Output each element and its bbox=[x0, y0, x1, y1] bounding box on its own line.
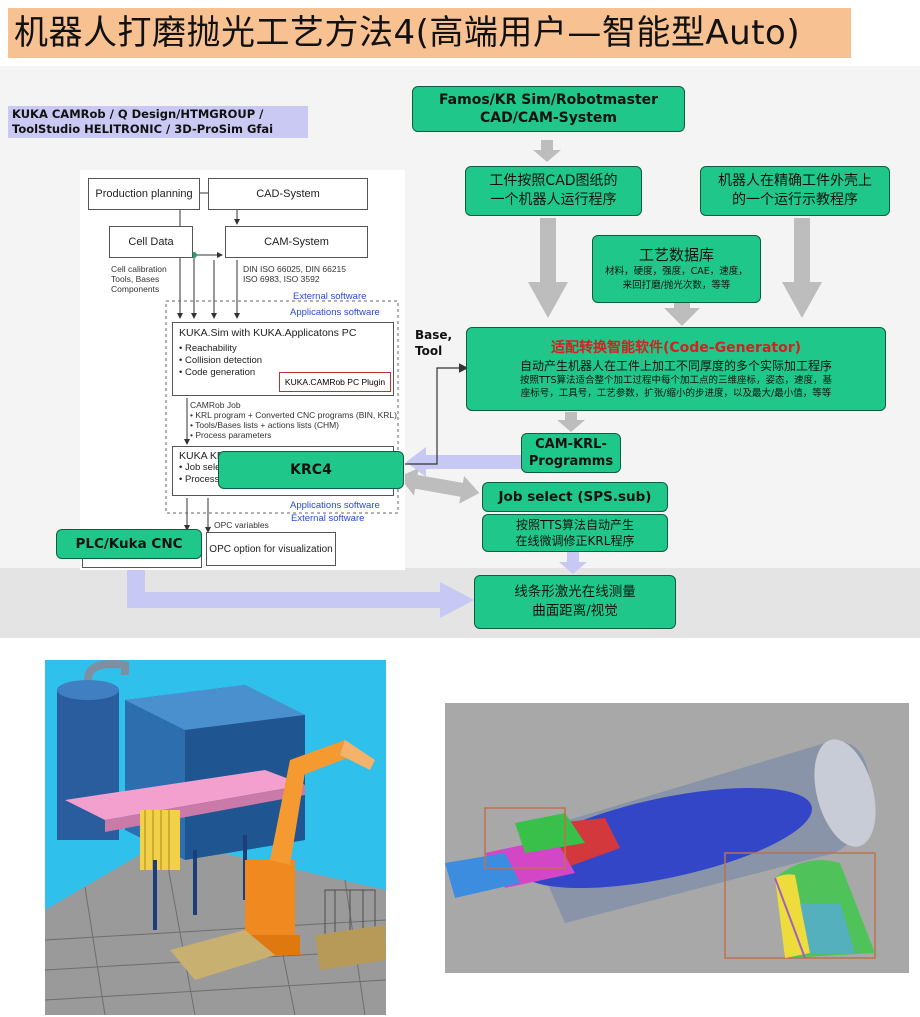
production-planning-box: Production planning bbox=[88, 178, 200, 210]
arrow-teach-to-codegen bbox=[782, 218, 822, 318]
external-software-bottom: External software bbox=[291, 513, 365, 524]
robot-cell-simulation-image bbox=[45, 660, 386, 1015]
tts-correction-box: 按照TTS算法自动产生 在线微调修正KRL程序 bbox=[482, 514, 668, 552]
cad-surface-drawing bbox=[445, 703, 909, 973]
arrow-famos-to-cad bbox=[533, 140, 561, 162]
base-tool-line bbox=[404, 363, 469, 465]
cad-program-box: 工件按照CAD图纸的 一个机器人运行程序 bbox=[465, 166, 642, 216]
robot-cell-drawing bbox=[45, 660, 386, 1015]
cad-system-box: CAD-System bbox=[208, 178, 368, 210]
external-software-top: External software bbox=[293, 291, 367, 302]
tools-label-line-1: KUKA CAMRob / Q Design/HTMGROUP / bbox=[12, 107, 264, 121]
opc-option-box: OPC option for visualization bbox=[206, 532, 336, 566]
teach-program-box: 机器人在精确工件外壳上 的一个运行示教程序 bbox=[700, 166, 890, 216]
arrow-db-to-codegen bbox=[664, 303, 700, 326]
title-banner bbox=[8, 8, 851, 58]
plc-kuka-cnc-box: PLC/Kuka CNC bbox=[56, 529, 202, 559]
camrob-job-notes: CAMRob Job • KRL program + Converted CNC… bbox=[190, 400, 397, 440]
arrow-krc4-jobselect bbox=[398, 468, 480, 504]
page-title: 机器人打磨抛光工艺方法4(高端用户—智能型Auto) bbox=[14, 13, 801, 53]
tools-label-line-2: ToolStudio HELITRONIC / 3D-ProSim Gfai bbox=[12, 122, 274, 136]
cell-data-box: Cell Data bbox=[109, 226, 193, 258]
laser-measurement-box: 线条形激光在线测量 曲面距离/视觉 bbox=[474, 575, 676, 629]
gray-arrows bbox=[398, 140, 822, 504]
applications-software-frame bbox=[165, 300, 399, 514]
lavender-arrows bbox=[116, 447, 587, 618]
code-generator-box: 适配转换智能软件(Code-Generator) 自动产生机器人在工件上加工不同… bbox=[466, 327, 886, 411]
job-select-box: Job select (SPS.sub) bbox=[482, 482, 668, 512]
din-notes: DIN ISO 66025, DIN 66215 ISO 6983, ISO 3… bbox=[243, 264, 347, 284]
famos-cad-cam-box: Famos/KR Sim/Robotmaster CAD/CAM-System bbox=[412, 86, 685, 132]
arrow-camkrl-to-krc4 bbox=[406, 447, 522, 477]
process-database-box: 工艺数据库 材料，硬度，强度，CAE，速度， 来回打磨/抛光次数，等等 bbox=[592, 235, 761, 303]
arrow-codegen-to-camkrl bbox=[557, 412, 585, 432]
arrow-tts-to-laser bbox=[559, 550, 587, 574]
krc4-box: KRC4 bbox=[218, 451, 404, 489]
base-tool-label: Base, Tool bbox=[415, 328, 453, 358]
cad-surface-rendering-image bbox=[445, 703, 909, 973]
cell-notes: Cell calibration Tools, Bases Components bbox=[111, 264, 167, 294]
applications-software-bottom: Applications software bbox=[290, 500, 380, 511]
tools-label: KUKA CAMRob / Q Design/HTMGROUP / ToolSt… bbox=[8, 106, 308, 138]
cam-krl-programms-box: CAM-KRL- Programms bbox=[521, 433, 621, 473]
arrow-cad-to-codegen bbox=[528, 218, 568, 318]
cam-system-box: CAM-System bbox=[225, 226, 368, 258]
applications-software-top: Applications software bbox=[290, 307, 380, 318]
arrow-laser-to-plc bbox=[116, 554, 474, 618]
opc-variables-label: OPC variables bbox=[214, 520, 269, 530]
camrob-plugin-box: KUKA.CAMRob PC Plugin bbox=[279, 372, 391, 392]
